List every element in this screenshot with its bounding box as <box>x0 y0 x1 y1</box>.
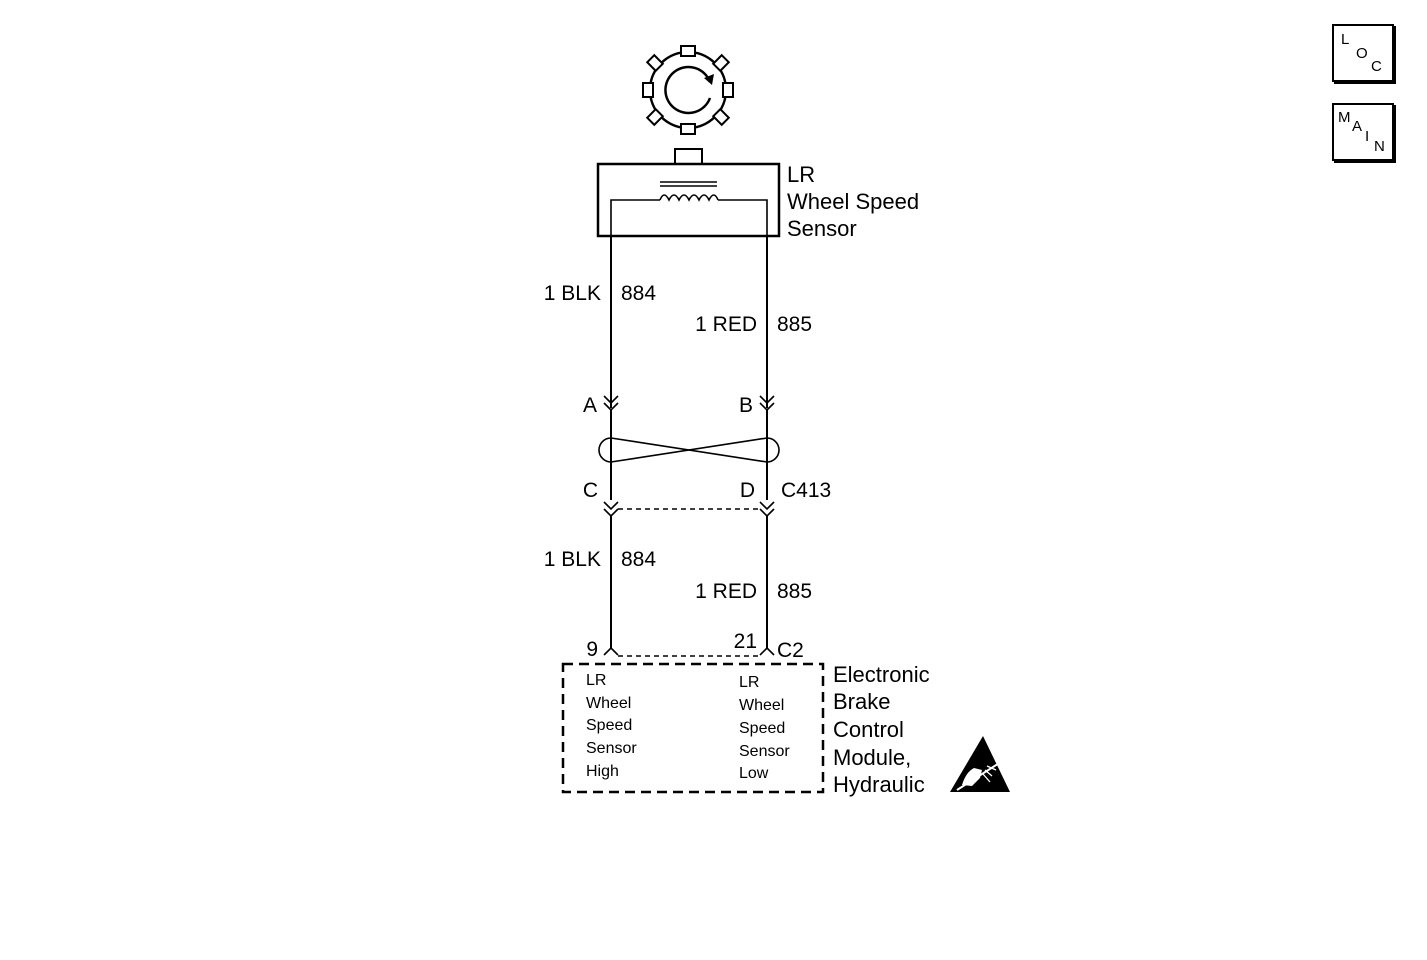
esd-warning-icon <box>950 736 1010 792</box>
module-name-line-1: Electronic <box>833 662 930 687</box>
sensor-name-line-1: LR <box>787 162 815 187</box>
module-connector-id: C2 <box>777 639 804 662</box>
sensor-name-line-2: Wheel Speed <box>787 189 919 214</box>
right-desc-line-2: Wheel <box>739 697 784 714</box>
module-connector-pins <box>603 646 775 656</box>
left-desc-line-2: Wheel <box>586 695 631 712</box>
wheel-speed-sensor <box>596 148 781 238</box>
connector-pin-d: D <box>740 479 755 502</box>
connector-id: C413 <box>781 479 831 502</box>
module-pin-9: 9 <box>586 638 598 661</box>
module-name-line-3: Control <box>833 717 904 742</box>
left-desc-line-3: Speed <box>586 717 632 734</box>
left-desc-line-4: Sensor <box>586 740 637 757</box>
connector-pin-b: B <box>739 394 753 417</box>
main-letter-a: A <box>1352 118 1363 135</box>
ebcm-module-box <box>561 662 825 794</box>
twisted-pair-symbol <box>598 410 780 500</box>
right-desc-line-5: Low <box>739 765 769 782</box>
right-desc-line-3: Speed <box>739 720 785 737</box>
loc-letter-l: L <box>1341 31 1350 48</box>
loc-letter-c: C <box>1371 58 1382 75</box>
main-letter-i: I <box>1365 128 1370 145</box>
module-name-line-4: Module, <box>833 745 911 770</box>
wire-884-lower-color: 1 BLK <box>544 548 601 571</box>
wire-884-lower-circuit: 884 <box>621 548 656 571</box>
module-left-pin-desc: LR Wheel Speed Sensor High <box>586 672 637 780</box>
loc-letter-o: O <box>1356 45 1368 62</box>
main-letter-m: M <box>1338 109 1351 126</box>
right-desc-line-1: LR <box>739 674 759 691</box>
connector-pin-c: C <box>583 479 598 502</box>
tone-wheel-icon <box>642 45 734 135</box>
loc-button[interactable]: L O C <box>1332 24 1394 82</box>
main-button[interactable]: M A I N <box>1332 103 1394 161</box>
wire-885-upper-color: 1 RED <box>695 313 757 336</box>
wire-885-lower-color: 1 RED <box>695 580 757 603</box>
module-pin-21: 21 <box>734 630 757 653</box>
wire-885-upper-circuit: 885 <box>777 313 812 336</box>
sensor-name-line-3: Sensor <box>787 216 857 241</box>
connector-pin-a: A <box>583 394 597 417</box>
left-desc-line-1: LR <box>586 672 606 689</box>
right-desc-line-4: Sensor <box>739 743 790 760</box>
main-letter-n: N <box>1374 138 1385 155</box>
wire-884-upper-circuit: 884 <box>621 282 656 305</box>
left-desc-line-5: High <box>586 763 619 780</box>
wire-884-upper-color: 1 BLK <box>544 282 601 305</box>
module-name-line-5: Hydraulic <box>833 772 925 797</box>
wire-885-lower-circuit: 885 <box>777 580 812 603</box>
module-name-line-2: Brake <box>833 689 890 714</box>
module-right-pin-desc: LR Wheel Speed Sensor Low <box>739 674 790 782</box>
